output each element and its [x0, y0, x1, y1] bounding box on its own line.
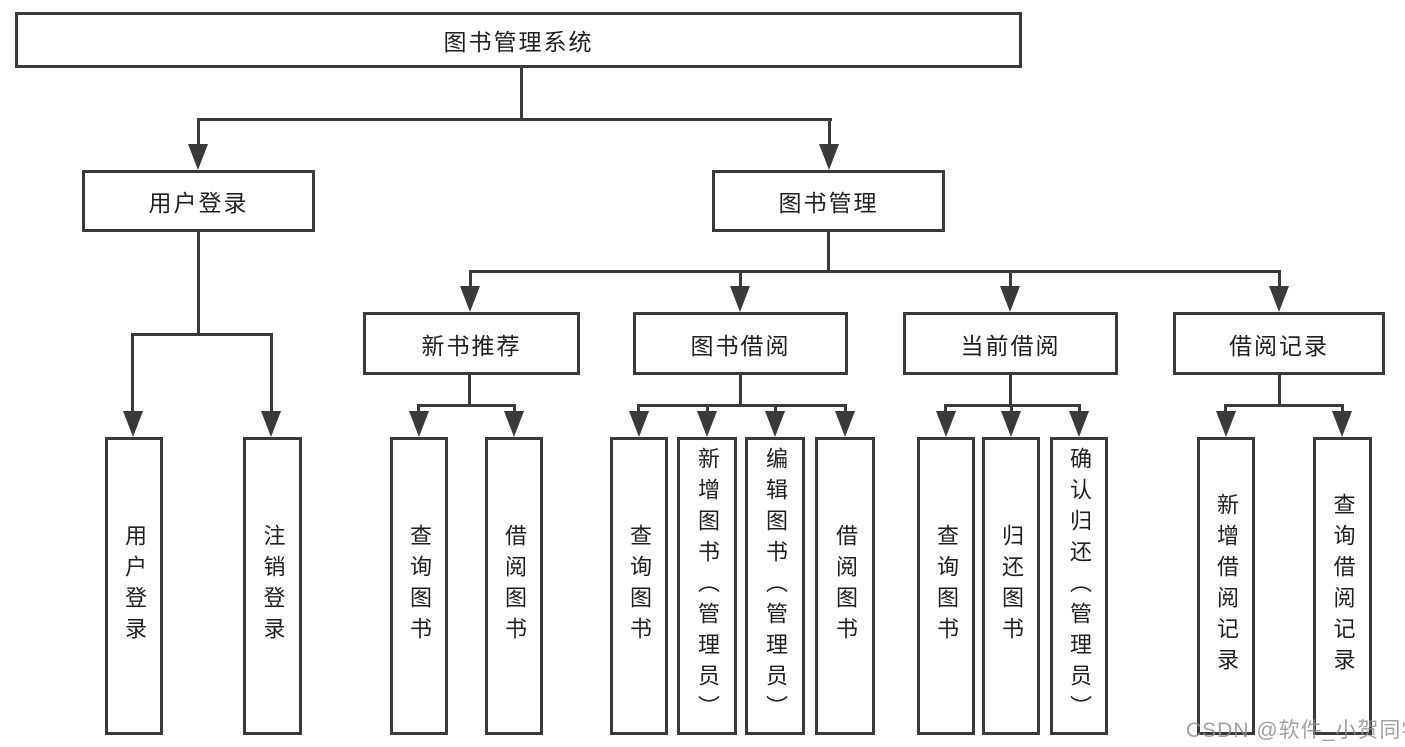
edge-root-stem [520, 68, 523, 120]
edge-stub [131, 333, 134, 415]
node-book-management: 图书管理 [712, 170, 945, 232]
node-label: 新增借阅记录 [1214, 493, 1239, 679]
node-new-book-recommend: 新书推荐 [363, 312, 580, 375]
arrowhead-down-icon [1001, 411, 1021, 437]
edge-root-rail [197, 118, 832, 121]
edge-stub [706, 404, 709, 416]
node-label: 新书推荐 [421, 332, 522, 359]
arrowhead-down-icon [697, 411, 717, 437]
node-current-borrowing: 当前借阅 [903, 312, 1118, 375]
node-book-borrowing: 图书借阅 [633, 312, 848, 375]
edge-stem [1278, 375, 1281, 406]
leaf-query-books-borrowing: 查询图书 [610, 437, 668, 735]
arrowhead-down-icon [123, 411, 143, 437]
arrowhead-down-icon [765, 411, 785, 437]
arrowhead-down-icon [409, 411, 429, 437]
arrowhead-down-icon [504, 411, 524, 437]
edge-stub [1341, 404, 1344, 416]
arrowhead-down-icon [936, 411, 956, 437]
arrowhead-down-icon [1069, 411, 1089, 437]
edge-stub [469, 270, 472, 288]
leaf-return-books: 归还图书 [982, 437, 1040, 735]
edge-stub [417, 404, 420, 416]
leaf-add-books-admin: 新增图书（管理员） [677, 437, 737, 735]
node-label: 编辑图书（管理员） [763, 446, 788, 726]
leaf-logout: 注销登录 [243, 437, 302, 735]
leaf-query-books-recommend: 查询图书 [390, 437, 448, 735]
arrowhead-down-icon [261, 411, 281, 437]
edge-stub [1224, 404, 1227, 416]
arrowhead-down-icon [1216, 411, 1236, 437]
arrowhead-down-icon [188, 144, 208, 170]
node-label: 查询图书 [934, 524, 959, 648]
leaf-borrow-books-recommend: 借阅图书 [485, 437, 543, 735]
csdn-watermark: CSDN @软件_小贺同学 [1186, 719, 1405, 742]
edge-stub [637, 404, 640, 416]
arrowhead-down-icon [1269, 286, 1289, 312]
edge-stem [1009, 375, 1012, 406]
edge-stem [739, 375, 742, 406]
edge-rail [637, 404, 847, 407]
node-label: 确认归还（管理员） [1067, 446, 1092, 726]
node-label: 查询图书 [407, 524, 432, 648]
node-label: 用户登录 [122, 524, 147, 648]
arrowhead-down-icon [460, 286, 480, 312]
node-label: 新增图书（管理员） [695, 446, 720, 726]
node-label: 借阅图书 [833, 524, 858, 648]
arrowhead-down-icon [730, 286, 750, 312]
edge-user-login-stem [197, 232, 200, 336]
edge-book-mgmt-stub [828, 118, 831, 150]
node-label: 查询借阅记录 [1330, 493, 1356, 679]
arrowhead-down-icon [1000, 286, 1020, 312]
leaf-edit-books-admin: 编辑图书（管理员） [745, 437, 805, 735]
edge-stub [1010, 404, 1013, 416]
arrowhead-down-icon [629, 411, 649, 437]
node-label: 用户登录 [148, 190, 249, 216]
leaf-query-books-current: 查询图书 [917, 437, 975, 735]
edge-stub [513, 404, 516, 416]
node-label: 归还图书 [999, 524, 1024, 648]
node-user-login: 用户登录 [82, 170, 315, 232]
node-borrow-records: 借阅记录 [1173, 312, 1385, 375]
edge-stub [1278, 270, 1281, 288]
edge-stub [739, 270, 742, 288]
leaf-add-borrow-record: 新增借阅记录 [1197, 437, 1255, 735]
leaf-user-login: 用户登录 [105, 437, 163, 735]
edge-stub [270, 333, 273, 415]
edge-rail [417, 404, 516, 407]
node-label: 查询图书 [627, 524, 652, 648]
arrowhead-down-icon [1332, 411, 1352, 437]
leaf-borrow-books: 借阅图书 [815, 437, 875, 735]
node-label: 借阅图书 [502, 524, 527, 648]
node-label: 图书管理系统 [443, 29, 594, 55]
edge-stub [1009, 270, 1012, 288]
arrowhead-down-icon [835, 411, 855, 437]
node-label: 借阅记录 [1229, 332, 1329, 359]
edge-stub [1078, 404, 1081, 416]
edge-book-mgmt-rail [469, 270, 1281, 273]
node-label: 图书管理 [778, 190, 879, 216]
node-library-system: 图书管理系统 [15, 12, 1022, 68]
edge-book-mgmt-stem [827, 232, 830, 272]
edge-rail [1224, 404, 1344, 407]
edge-stub [844, 404, 847, 416]
node-label: 图书借阅 [690, 332, 791, 359]
edge-stem [468, 375, 471, 406]
node-label: 当前借阅 [960, 332, 1061, 359]
edge-stub [774, 404, 777, 416]
leaf-query-borrow-record: 查询借阅记录 [1313, 437, 1372, 735]
edge-user-login-rail [131, 333, 272, 336]
node-label: 注销登录 [260, 524, 286, 648]
arrowhead-down-icon [819, 144, 839, 170]
edge-user-login-stub [197, 118, 200, 150]
edge-stub [944, 404, 947, 416]
leaf-confirm-return-admin: 确认归还（管理员） [1050, 437, 1108, 735]
